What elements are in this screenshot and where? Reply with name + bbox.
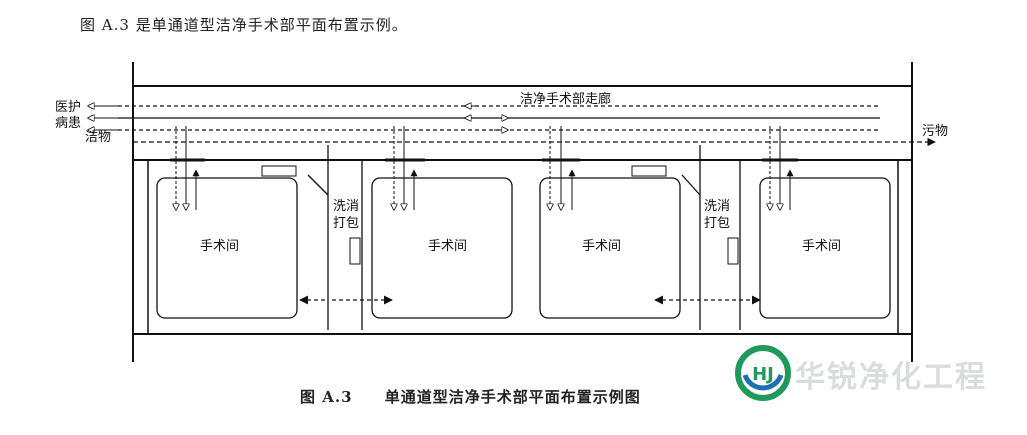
- room-3-label: 手术间: [582, 239, 621, 254]
- room-1-label: 手术间: [200, 239, 239, 254]
- room-2-label: 手术间: [428, 239, 467, 254]
- figure-intro-text: 图 A.3 是单通道型洁净手术部平面布置示例。: [80, 14, 408, 35]
- wash-room-1-line1: 洗消: [333, 199, 359, 214]
- wash-room-2-line2: 打包: [704, 216, 730, 231]
- building-outline: [132, 62, 913, 362]
- room-4-label: 手术间: [802, 239, 841, 254]
- logo-letters: HJ: [752, 364, 774, 385]
- operating-room-3: [539, 126, 681, 319]
- operating-room-4: [759, 126, 891, 319]
- figure-intro: 是单通道型洁净手术部平面布置示例。: [135, 16, 408, 34]
- watermark: HJ 华锐净化工程: [735, 342, 1005, 404]
- staff-label: 医护: [55, 100, 81, 115]
- operating-room-1: [156, 126, 298, 319]
- entry-arrows: [88, 106, 508, 130]
- corridor-flow-lines: [118, 105, 936, 147]
- figure-caption-title: 单通道型洁净手术部平面布置示例图: [384, 388, 641, 406]
- clean-goods-label: 洁物: [85, 130, 111, 145]
- operating-room-2: [371, 126, 513, 319]
- logo-icon: HJ: [735, 345, 791, 401]
- figure-ref: 图 A.3: [80, 16, 130, 34]
- figure-caption-ref: 图 A.3: [300, 388, 353, 406]
- wash-room-1: [299, 145, 393, 330]
- corridor-label: 洁净手术部走廊: [520, 91, 611, 107]
- wash-room-1-line2: 打包: [333, 216, 359, 231]
- watermark-text: 华锐净化工程: [795, 360, 987, 395]
- patient-label: 病患: [55, 116, 81, 131]
- wash-room-2-line1: 洗消: [704, 199, 730, 214]
- dirty-goods-label: 污物: [922, 124, 948, 139]
- wash-room-2: [654, 145, 761, 330]
- figure-caption: 图 A.3 单通道型洁净手术部平面布置示例图: [300, 386, 641, 407]
